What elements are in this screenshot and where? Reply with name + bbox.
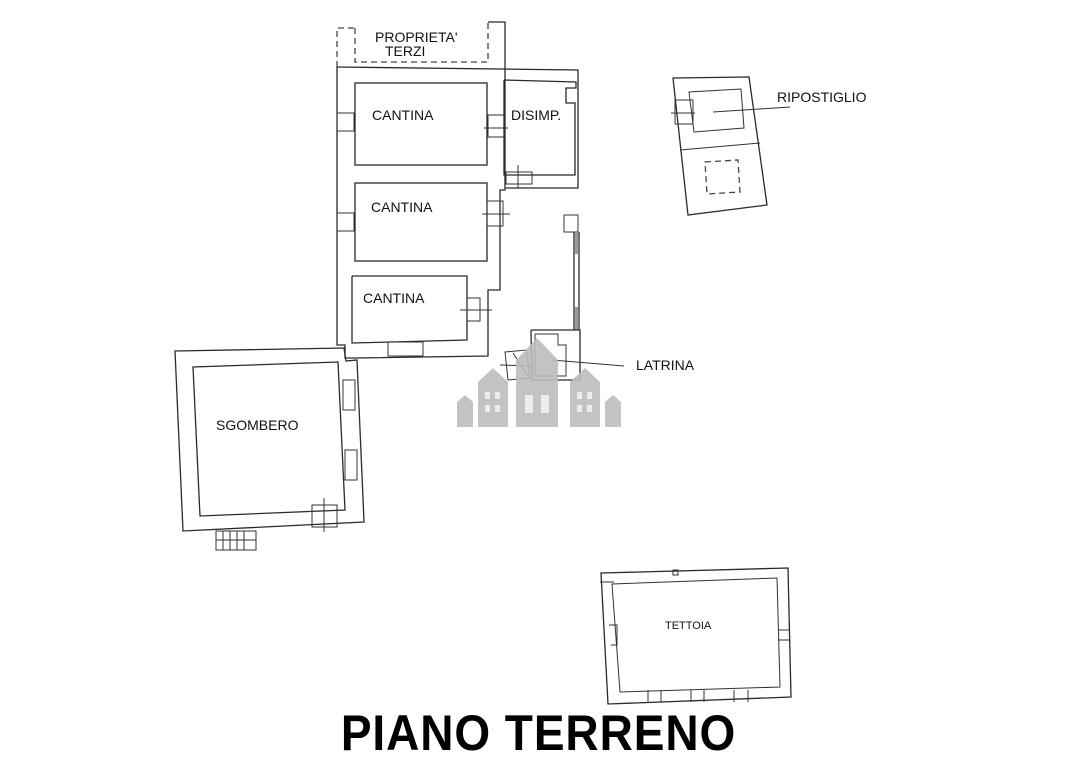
label-sgombero: SGOMBERO	[216, 417, 299, 433]
label-latrina: LATRINA	[636, 357, 695, 373]
label-cantina-1: CANTINA	[372, 107, 434, 123]
label-proprieta: PROPRIETA'	[375, 29, 458, 45]
plan-title: PIANO TERRENO	[340, 705, 737, 761]
room-disimpegno: DISIMP.	[503, 79, 577, 188]
room-tettoia: TETTOIA	[600, 567, 792, 705]
room-cantina-3: CANTINA	[351, 275, 492, 357]
room-sgombero: SGOMBERO	[174, 347, 365, 551]
room-cantina-2: CANTINA	[354, 182, 510, 262]
label-tettoia: TETTOIA	[665, 620, 712, 632]
room-cantina-1: CANTINA	[354, 82, 508, 166]
cantina-block-walls	[336, 66, 579, 359]
label-ripostiglio: RIPOSTIGLIO	[777, 89, 867, 105]
room-ripostiglio: RIPOSTIGLIO	[671, 76, 867, 216]
label-cantina-3: CANTINA	[363, 290, 425, 306]
courtyard-wall	[563, 214, 580, 330]
label-cantina-2: CANTINA	[371, 199, 433, 215]
label-disimpegno: DISIMP.	[511, 107, 561, 123]
watermark-houses-icon	[457, 338, 621, 427]
room-proprieta-terzi: PROPRIETA' TERZI	[336, 21, 506, 68]
label-terzi: TERZI	[385, 43, 425, 59]
